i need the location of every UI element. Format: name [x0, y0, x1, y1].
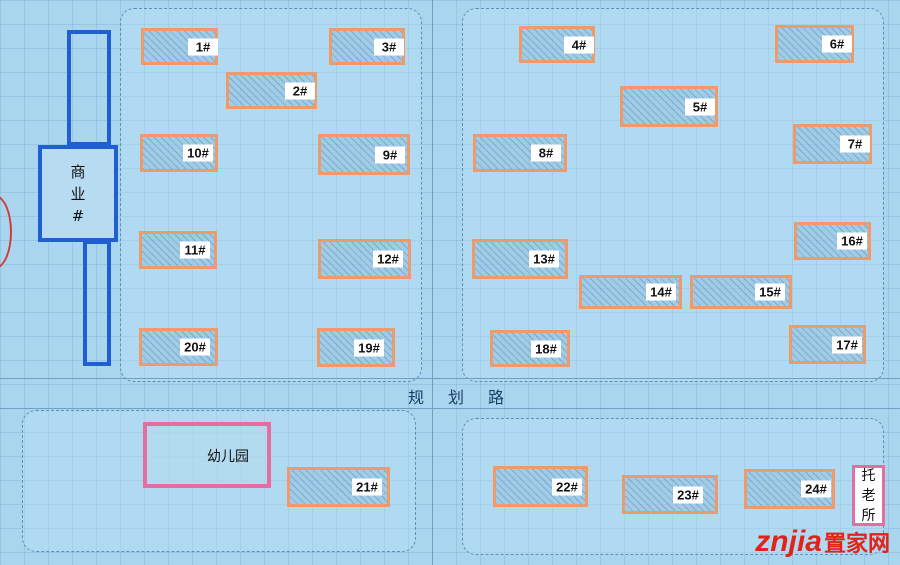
building-17-label: 17# [832, 336, 862, 353]
building-16[interactable]: 16# [794, 222, 871, 260]
building-7[interactable]: 7# [793, 124, 872, 164]
road-line-lower [0, 408, 900, 409]
building-4-label: 4# [564, 36, 594, 53]
elderly-care-center[interactable]: 托 老 所 [852, 465, 885, 526]
elderly-care-label-1: 托 [861, 467, 876, 484]
commercial-outline-bottom [83, 240, 111, 366]
building-22[interactable]: 22# [493, 466, 588, 507]
building-8[interactable]: 8# [473, 134, 567, 172]
building-20-label: 20# [180, 338, 210, 356]
building-21[interactable]: 21# [287, 467, 390, 507]
building-17[interactable]: 17# [789, 325, 866, 364]
road-line-upper [0, 378, 900, 379]
road-name: 规划路 [408, 388, 529, 407]
commercial-label-2: 业 [70, 184, 86, 203]
building-10-label: 10# [183, 144, 213, 162]
elderly-care-label-2: 老 [861, 487, 876, 504]
building-1-label: 1# [188, 38, 218, 55]
building-12[interactable]: 12# [318, 239, 411, 279]
building-5-label: 5# [685, 98, 715, 115]
building-14[interactable]: 14# [579, 275, 682, 309]
building-4[interactable]: 4# [519, 26, 595, 63]
building-20[interactable]: 20# [139, 328, 218, 366]
building-3-label: 3# [374, 38, 404, 55]
building-13[interactable]: 13# [472, 239, 568, 279]
building-24[interactable]: 24# [744, 469, 835, 509]
building-2[interactable]: 2# [226, 72, 317, 109]
building-9[interactable]: 9# [318, 134, 410, 175]
building-11[interactable]: 11# [139, 231, 217, 269]
watermark-logo: znjia [755, 525, 822, 558]
building-16-label: 16# [837, 232, 867, 250]
building-22-label: 22# [552, 478, 582, 495]
road-line-middle [432, 0, 433, 565]
building-15[interactable]: 15# [690, 275, 792, 309]
kindergarten-label: 幼儿园 [207, 449, 249, 465]
watermark: znjia 置家网 [755, 525, 890, 559]
commercial-label-3: # [71, 206, 85, 225]
building-5[interactable]: 5# [620, 86, 718, 127]
watermark-site-name: 置家网 [823, 531, 890, 556]
building-6-label: 6# [822, 35, 852, 53]
building-23-label: 23# [673, 486, 703, 503]
building-13-label: 13# [529, 250, 559, 268]
commercial-label-1: 商 [70, 162, 86, 181]
building-12-label: 12# [373, 250, 403, 268]
building-6[interactable]: 6# [775, 25, 854, 63]
commercial-building: 商 业 # [38, 145, 118, 242]
building-7-label: 7# [840, 135, 870, 153]
site-block-northeast [462, 8, 884, 382]
building-8-label: 8# [531, 144, 561, 162]
elderly-care-label-3: 所 [861, 507, 876, 524]
building-18[interactable]: 18# [490, 330, 570, 367]
site-block-northwest [120, 8, 422, 382]
building-21-label: 21# [352, 478, 382, 496]
building-19[interactable]: 19# [317, 328, 395, 367]
building-10[interactable]: 10# [140, 134, 218, 172]
building-9-label: 9# [375, 146, 405, 163]
kindergarten[interactable]: 幼儿园 [143, 422, 271, 488]
building-18-label: 18# [531, 340, 561, 357]
building-23[interactable]: 23# [622, 475, 718, 514]
building-15-label: 15# [755, 283, 785, 301]
building-14-label: 14# [646, 283, 676, 301]
building-24-label: 24# [801, 480, 831, 498]
building-19-label: 19# [354, 339, 384, 356]
building-11-label: 11# [180, 241, 210, 259]
building-3[interactable]: 3# [329, 28, 405, 65]
building-2-label: 2# [285, 82, 315, 99]
commercial-outline-top [67, 30, 111, 146]
building-1[interactable]: 1# [141, 28, 218, 65]
